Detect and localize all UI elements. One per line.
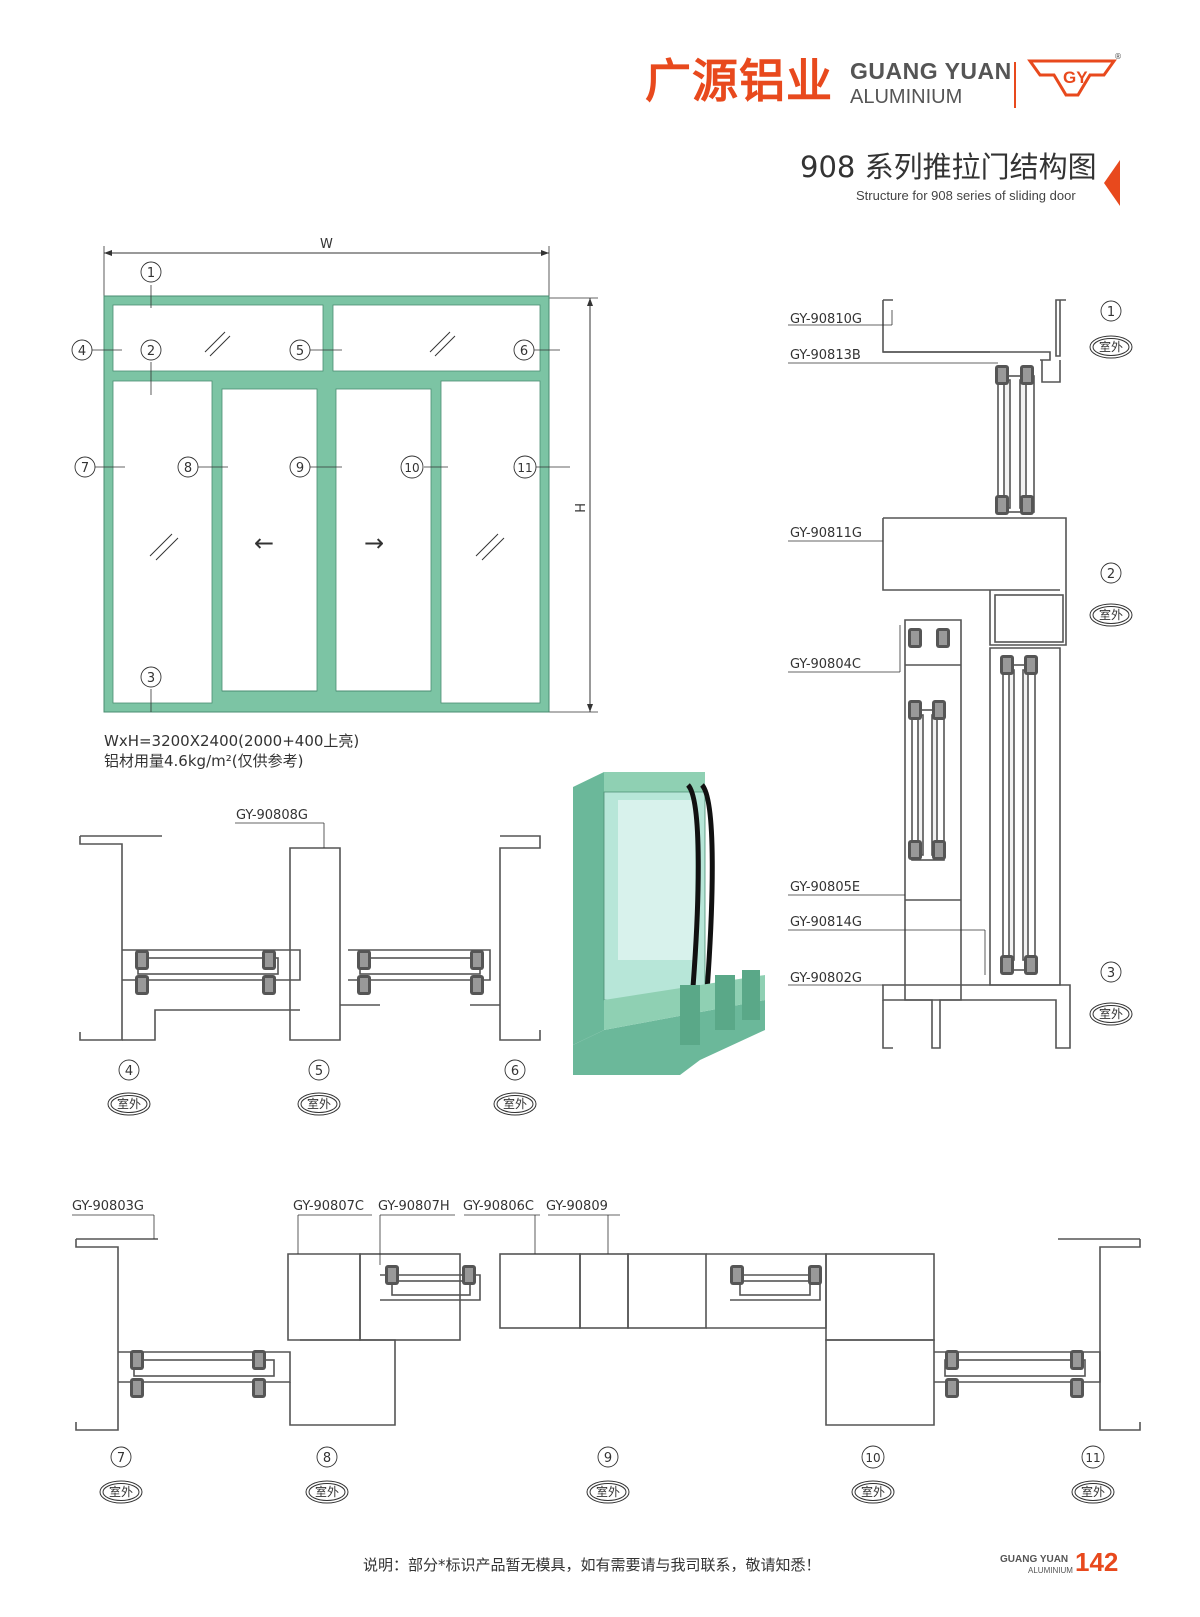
vertical-section (882, 299, 1071, 1049)
code-gy-90810g: GY-90810G (790, 312, 862, 327)
marker-4: 4 (78, 344, 86, 359)
section-number-8: 8 (323, 1451, 331, 1466)
footer-brand: GUANG YUAN (1000, 1554, 1069, 1565)
section-7-to-11 (75, 1238, 1141, 1431)
code-gy-90807h: GY-90807H (378, 1199, 450, 1214)
brand-divider (1014, 62, 1016, 108)
section-number-1: 1 (1107, 305, 1115, 320)
marker-7: 7 (81, 461, 89, 476)
code-gy-90813b: GY-90813B (790, 348, 861, 363)
section-number-9: 9 (604, 1451, 612, 1466)
marker-8: 8 (184, 461, 192, 476)
spec-dimensions: WxH=3200X2400(2000+400上亮) (104, 732, 360, 750)
code-gy-90811g: GY-90811G (790, 526, 862, 541)
outdoor-label-5: 室外 (307, 1096, 331, 1111)
brand-name-en-sub: ALUMINIUM (850, 86, 963, 108)
page-title: 908 系列推拉门结构图 (800, 150, 1097, 184)
section-7-to-11-gaskets (130, 1265, 1084, 1398)
code-gy-90808g: GY-90808G (236, 808, 308, 823)
footer-brand-sub: ALUMINIUM (1028, 1566, 1073, 1575)
code-gy-90809: GY-90809 (546, 1199, 608, 1214)
outdoor-label-6: 室外 (503, 1096, 527, 1111)
code-gy-90803g: GY-90803G (72, 1199, 144, 1214)
vertical-leaders (788, 310, 998, 986)
marker-10: 10 (404, 461, 419, 475)
section-4-5-6-gaskets (135, 950, 484, 995)
brand-name-en: GUANG YUAN (850, 58, 1012, 84)
outdoor-label-1: 室外 (1099, 339, 1123, 354)
width-label: W (320, 237, 333, 252)
arrow-right-icon: → (364, 529, 384, 557)
height-label: H (571, 503, 586, 513)
code-gy-90814g: GY-90814G (790, 915, 862, 930)
door-elevation: W H ← → (71, 237, 598, 713)
section-4-5-6 (79, 835, 541, 1041)
section-number-3: 3 (1107, 966, 1115, 981)
section-7-to-11-leaders (72, 1214, 620, 1265)
section-number-4: 4 (125, 1064, 133, 1079)
marker-2: 2 (147, 344, 155, 359)
code-gy-90804c: GY-90804C (790, 657, 861, 672)
code-gy-90805e: GY-90805E (790, 880, 861, 895)
outdoor-label-10: 室外 (861, 1484, 885, 1499)
outdoor-badges (99, 335, 1133, 1504)
outdoor-label-7: 室外 (109, 1484, 133, 1499)
marker-1: 1 (147, 266, 155, 281)
arrow-left-icon: ← (254, 529, 274, 557)
outdoor-label-4: 室外 (117, 1096, 141, 1111)
marker-3: 3 (147, 671, 155, 686)
section-number-11: 11 (1085, 1451, 1100, 1465)
marker-6: 6 (520, 344, 528, 359)
brand-name-cn: 广源铝业 (645, 54, 833, 108)
spec-material-usage: 铝材用量4.6kg/m²(仅供参考) (104, 752, 304, 770)
vertical-section-gaskets (908, 365, 1038, 975)
title-marker-icon (1104, 160, 1120, 206)
outdoor-label-11: 室外 (1081, 1484, 1105, 1499)
code-gy-90802g: GY-90802G (790, 971, 862, 986)
section-number-2: 2 (1107, 567, 1115, 582)
code-gy-90806c: GY-90806C (463, 1199, 534, 1214)
marker-11: 11 (517, 461, 532, 475)
code-gy-90807c: GY-90807C (293, 1199, 364, 1214)
section-number-5: 5 (315, 1064, 323, 1079)
section-number-10: 10 (865, 1451, 880, 1465)
section-number-6: 6 (511, 1064, 519, 1079)
marker-9: 9 (296, 461, 304, 476)
outdoor-label-2: 室外 (1099, 607, 1123, 622)
page-number: 142 (1075, 1547, 1119, 1577)
outdoor-label-3: 室外 (1099, 1006, 1123, 1021)
section-number-circles (110, 300, 1122, 1469)
section-number-7: 7 (117, 1451, 125, 1466)
footer-note: 说明：部分*标识产品暂无模具，如有需要请与我司联系，敬请知悉！ (363, 1556, 821, 1574)
corner-3d-illustration (573, 772, 765, 1075)
outdoor-label-9: 室外 (596, 1484, 620, 1499)
page-subtitle: Structure for 908 series of sliding door (856, 188, 1076, 203)
marker-5: 5 (296, 344, 304, 359)
outdoor-label-8: 室外 (315, 1484, 339, 1499)
